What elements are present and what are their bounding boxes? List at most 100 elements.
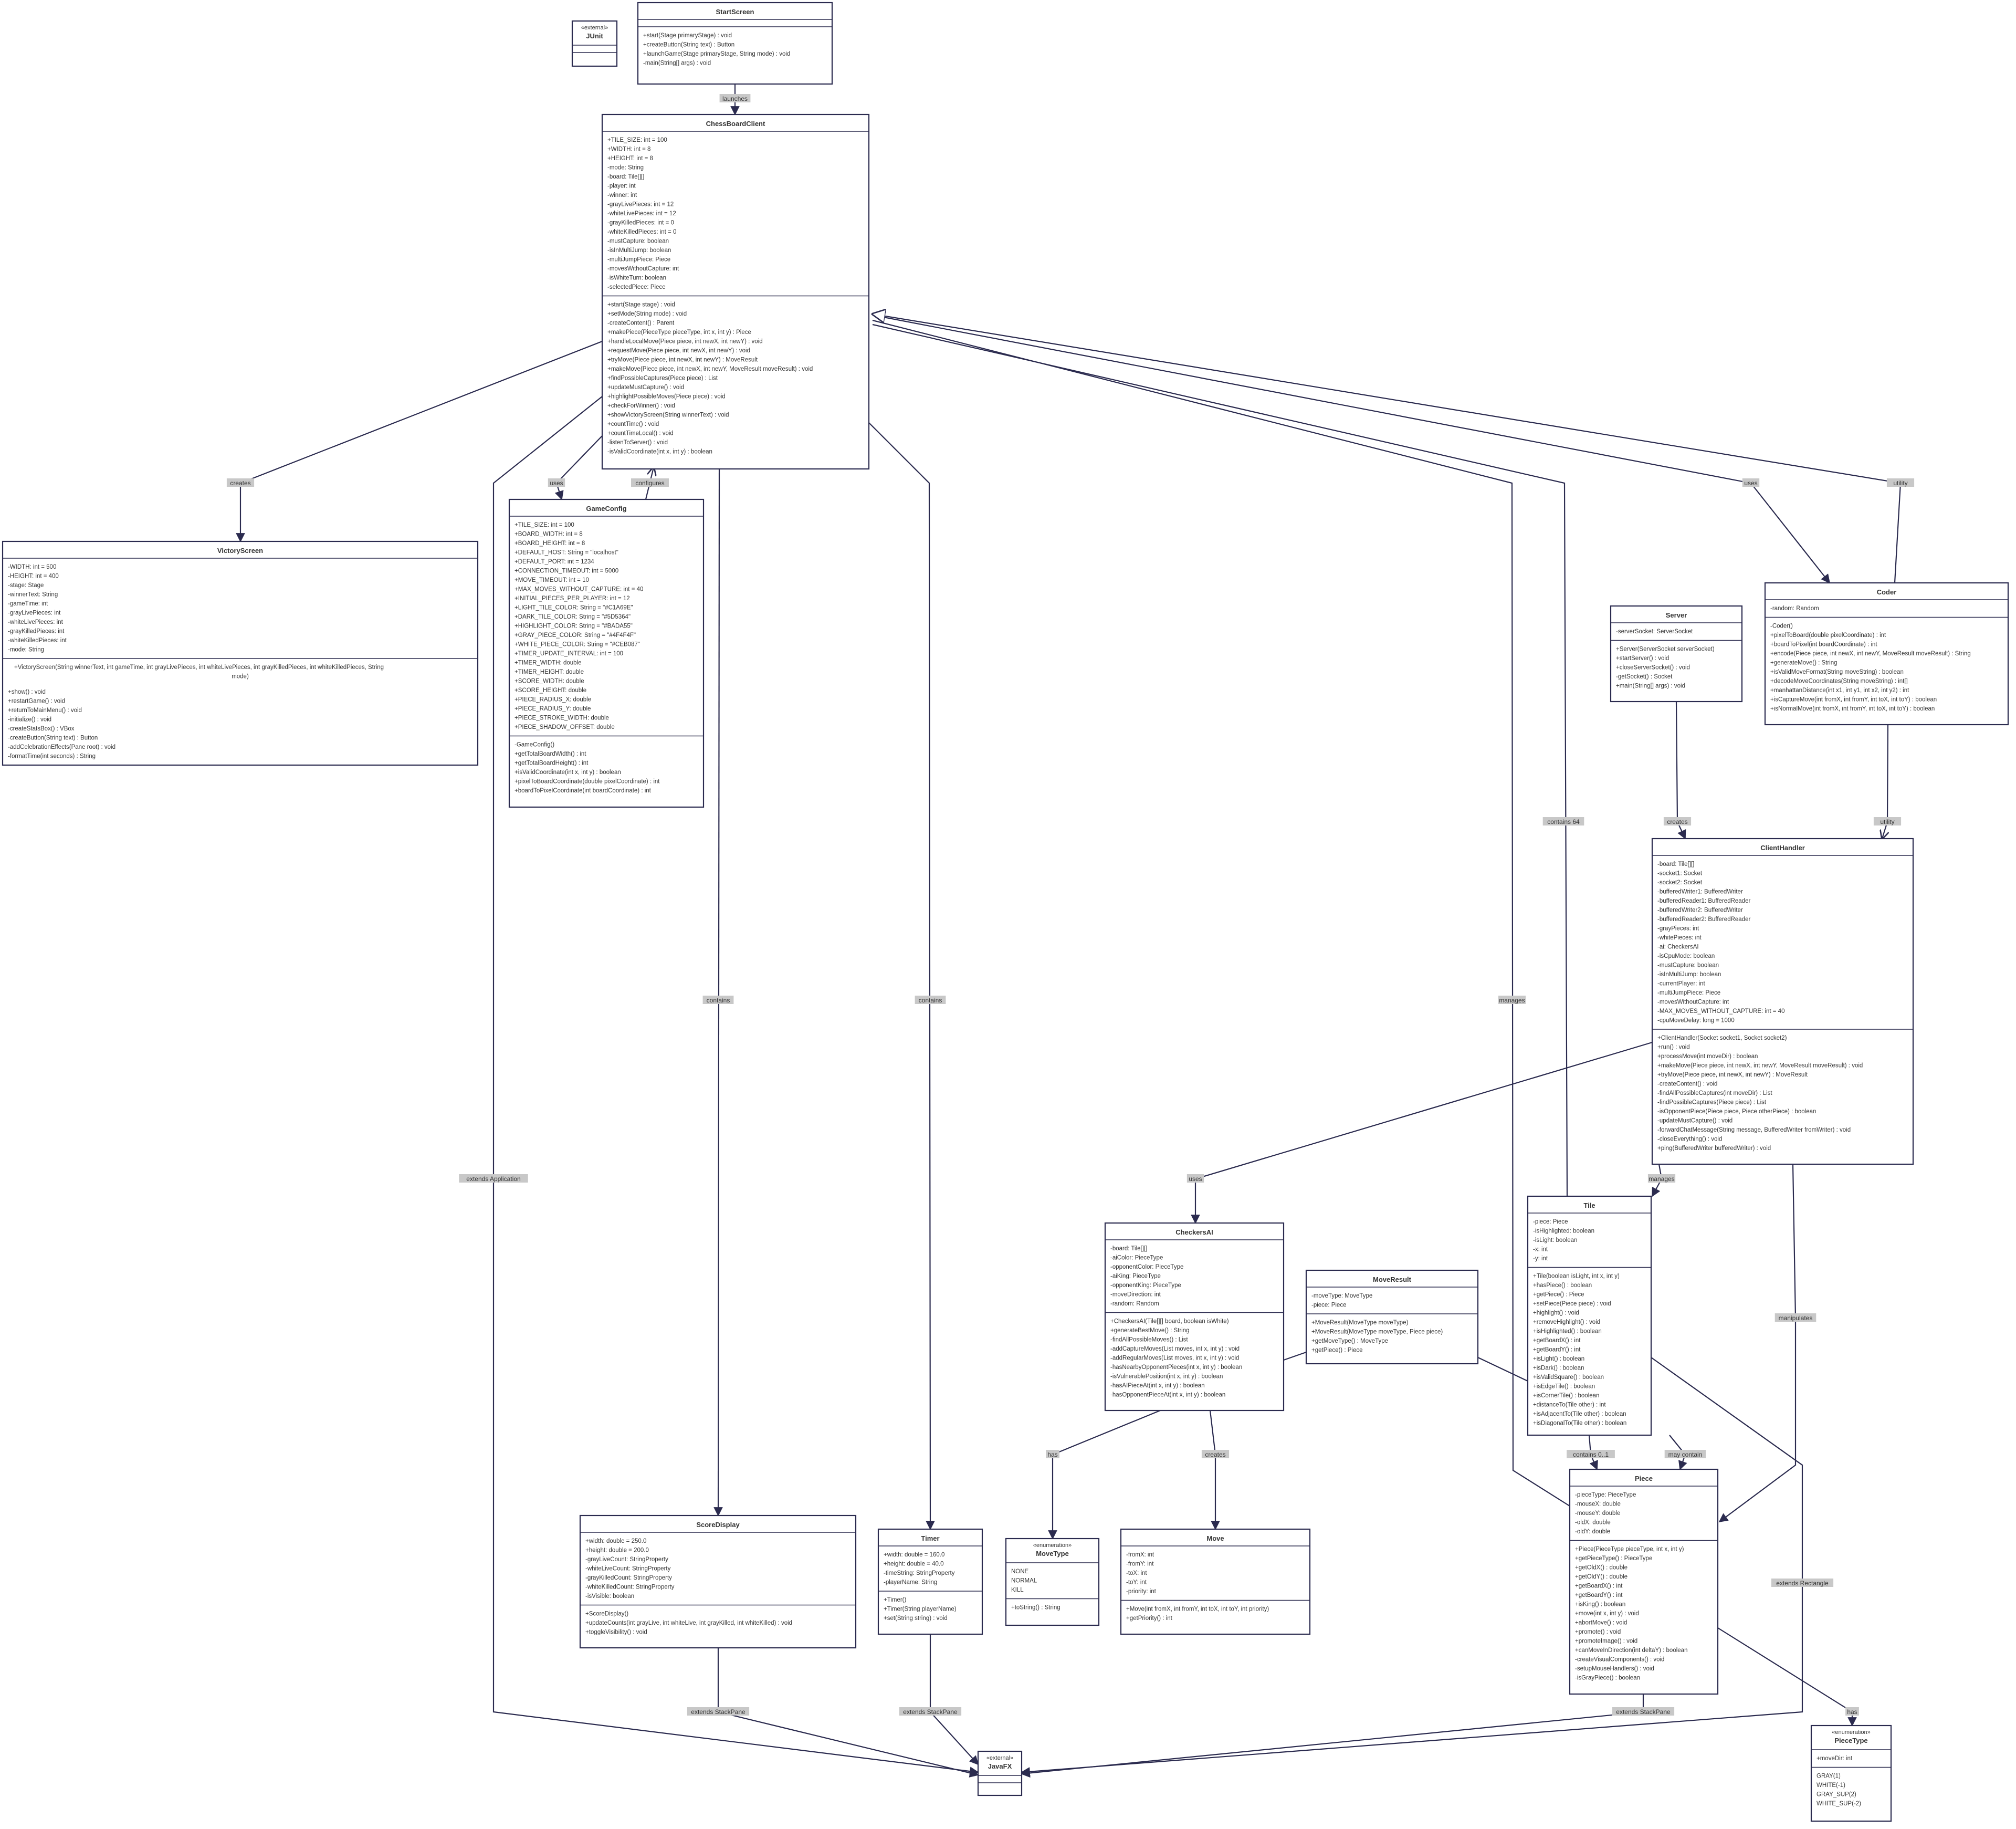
class-method: +Server(ServerSocket serverSocket) (1616, 646, 1715, 653)
edge-label-bg (687, 1707, 750, 1716)
class-method: +toggleVisibility() : void (585, 1629, 647, 1636)
class-method: -main(String[] args) : void (643, 60, 711, 67)
class-method: +updateMustCapture() : void (607, 384, 684, 391)
class-box (579, 1514, 857, 1649)
class-attribute: -board: Tile[][] (1657, 861, 1694, 868)
class-attribute: -board: Tile[][] (607, 174, 644, 180)
relationship-edge (929, 1634, 979, 1765)
class-method: +getPiece() : Piece (1533, 1292, 1584, 1298)
edge-label: uses (1186, 1174, 1204, 1183)
class-attribute: +HEIGHT: int = 8 (607, 155, 653, 162)
edge-label-text: creates (230, 479, 250, 487)
class-attribute: -stage: Stage (8, 582, 44, 589)
edge-label: extends StackPane (1612, 1707, 1675, 1716)
class-server: Server-serverSocket: ServerSocket+Server… (1610, 605, 1743, 703)
class-method: -isVulnerablePosition(int x, int y) : bo… (1110, 1374, 1223, 1380)
class-attribute: -piece: Piece (1311, 1302, 1346, 1309)
class-box (1610, 605, 1743, 703)
class-attribute: +LIGHT_TILE_COLOR: String = "#C1A69E" (514, 605, 633, 611)
class-method: +run() : void (1657, 1044, 1690, 1051)
class-method: -addCelebrationEffects(Pane root) : void (8, 744, 116, 750)
edge-label-bg (1664, 1450, 1706, 1458)
class-method: GRAY(1) (1816, 1773, 1841, 1780)
class-method: +requestMove(Piece piece, int newX, int … (607, 348, 750, 354)
class-attribute: +MAX_MOVES_WITHOUT_CAPTURE: int = 40 (514, 587, 643, 593)
relationship-edge (872, 323, 1572, 1210)
class-attribute: +height: double = 40.0 (884, 1561, 943, 1567)
class-method: -isOpponentPiece(Piece piece, Piece othe… (1657, 1109, 1816, 1115)
class-method: +MoveResult(MoveType moveType, Piece pie… (1311, 1329, 1443, 1335)
class-junit: «external»JUnit (571, 20, 618, 67)
class-method: +CheckersAI(Tile[][] board, boolean isWh… (1110, 1319, 1229, 1325)
class-method: +promote() : void (1575, 1629, 1621, 1635)
class-method: +promoteImage() : void (1575, 1638, 1637, 1645)
class-method: +setMode(String mode) : void (607, 311, 687, 317)
class-method: +VictoryScreen(String winnerText, int ga… (14, 664, 384, 671)
class-tile: Tile-piece: Piece-isHighlighted: boolean… (1527, 1195, 1652, 1436)
class-method: -isGrayPiece() : boolean (1575, 1675, 1640, 1681)
edge-label-bg (631, 478, 669, 487)
edge-label: extends StackPane (687, 1707, 750, 1716)
class-attribute: -grayLivePieces: int = 12 (607, 202, 674, 208)
class-attribute: -mustCapture: boolean (607, 238, 669, 245)
class-attribute: +HIGHLIGHT_COLOR: String = "#BADA55" (514, 623, 633, 630)
relationship-edge (1021, 1694, 1644, 1778)
class-method: +ScoreDisplay() (585, 1611, 628, 1617)
edge-label-bg (1873, 817, 1902, 825)
class-method: +setPiece(Piece piece) : void (1533, 1301, 1611, 1307)
class-box (1005, 1538, 1100, 1626)
class-method: +closeServerSocket() : void (1616, 665, 1690, 671)
edge-label-text: contains (707, 997, 730, 1004)
class-method: +getBoardY() : int (1533, 1347, 1581, 1353)
class-method: -addCaptureMoves(List moves, int x, int … (1110, 1346, 1240, 1352)
class-method: +distanceTo(Tile other) : int (1533, 1402, 1606, 1408)
class-method: +move(int x, int y) : void (1575, 1611, 1639, 1617)
class-stereotype: «external» (581, 25, 608, 31)
class-method: -hasNearbyOpponentPieces(int x, int y) :… (1110, 1364, 1242, 1371)
edge-label: may contain (1664, 1450, 1706, 1458)
class-method: +getBoardX() : int (1575, 1583, 1623, 1590)
class-method: +highlight() : void (1533, 1310, 1579, 1316)
class-method: +pixelToBoard(double pixelCoordinate) : … (1770, 632, 1886, 639)
class-name: JUnit (586, 32, 603, 40)
class-method: +encode(Piece piece, int newX, int newY,… (1770, 651, 1971, 657)
class-method: +getOldY() : double (1575, 1574, 1628, 1580)
class-method: +getMoveType() : MoveType (1311, 1338, 1388, 1344)
class-method: +abortMove() : void (1575, 1620, 1627, 1626)
class-method: +getBoardY() : int (1575, 1592, 1623, 1598)
class-method: -isValidCoordinate(int x, int y) : boole… (607, 449, 712, 455)
class-attribute: +TIMER_WIDTH: double (514, 660, 582, 666)
class-attribute: -ai: CheckersAI (1657, 944, 1699, 950)
class-name: Tile (1583, 1201, 1595, 1209)
class-attribute: -isInMultiJump: boolean (607, 247, 671, 254)
class-attribute: -HEIGHT: int = 400 (8, 573, 59, 580)
class-attribute: +moveDir: int (1816, 1755, 1853, 1762)
class-method: +isCornerTile() : boolean (1533, 1393, 1599, 1399)
class-box (637, 2, 833, 85)
class-attribute: -toX: int (1126, 1570, 1147, 1576)
edge-label: creates (1201, 1450, 1230, 1458)
class-scoredisplay: ScoreDisplay+width: double = 250.0+heigh… (579, 1514, 857, 1649)
class-name: CheckersAI (1175, 1228, 1213, 1236)
edge-label-text: contains 0..1 (1573, 1451, 1609, 1458)
edge-label-text: creates (1667, 818, 1687, 825)
class-method: +MoveResult(MoveType moveType) (1311, 1320, 1409, 1326)
class-attribute: +width: double = 250.0 (585, 1538, 646, 1544)
edge-label-bg (1046, 1450, 1059, 1458)
class-method: +startServer() : void (1616, 655, 1669, 662)
class-method: +isValidSquare() : boolean (1533, 1374, 1604, 1381)
class-piece: Piece-pieceType: PieceType-mouseX: doubl… (1569, 1468, 1719, 1695)
class-method: -closeEverything() : void (1657, 1136, 1722, 1143)
class-attribute: -grayPieces: int (1657, 926, 1699, 932)
class-method: -createContent() : Parent (607, 320, 675, 327)
class-method: +highlightPossibleMoves(Piece piece) : v… (607, 394, 726, 400)
relationship-edge (1021, 1357, 1803, 1776)
class-method: -createStatsBox() : VBox (8, 726, 75, 732)
class-attribute: -grayKilledCount: StringProperty (585, 1575, 672, 1581)
class-attribute: -mouseX: double (1575, 1501, 1621, 1508)
class-method: -createVisualComponents() : void (1575, 1657, 1664, 1663)
class-attribute: -movesWithoutCapture: int (1657, 999, 1729, 1006)
class-method: -findPossibleCaptures(Piece piece) : Lis… (1657, 1100, 1767, 1106)
class-attribute: +PIECE_RADIUS_X: double (514, 697, 591, 703)
class-method: +decodeMoveCoordinates(String moveString… (1770, 678, 1908, 685)
